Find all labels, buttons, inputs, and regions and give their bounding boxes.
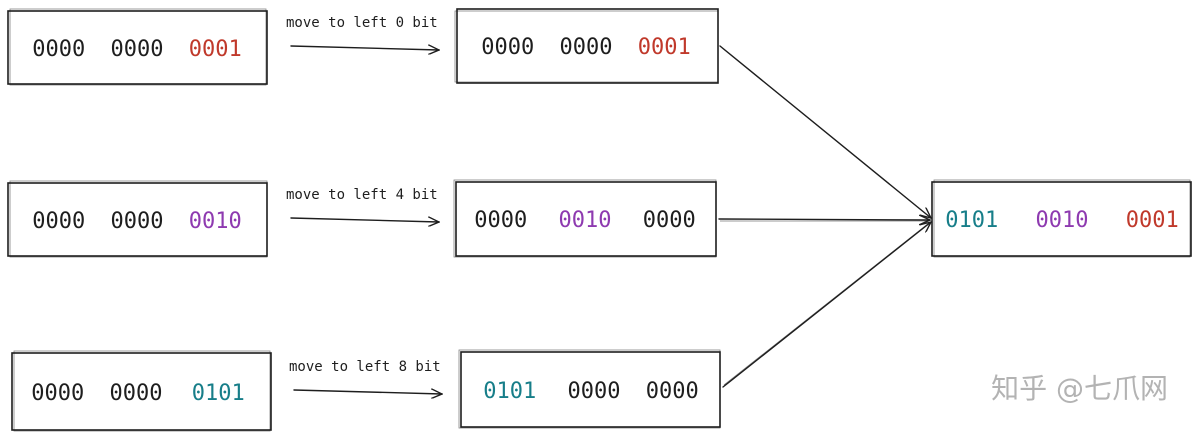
input-box-row-2: 0000 0000 0101 <box>11 350 272 432</box>
output-box-row-1: 0000 0010 0000 <box>453 179 717 258</box>
output-bits-row-0: 0000 0000 0001 <box>481 35 690 60</box>
input-nibble-1-2: 0010 <box>189 209 242 234</box>
input-nibble-0-2: 0001 <box>189 37 242 62</box>
result-box: 0101 0010 0001 <box>931 179 1192 258</box>
shift-arrow-row-2 <box>293 390 442 394</box>
output-nibble-2-2: 0000 <box>646 379 699 404</box>
watermark-text: 知乎 @七爪网 <box>991 372 1168 405</box>
output-nibble-1-2: 0000 <box>643 208 696 233</box>
shift-label-row-0: move to left 0 bit <box>286 15 438 31</box>
shift-arrow-row-1 <box>290 218 439 222</box>
output-nibble-2-1: 0000 <box>568 379 621 404</box>
input-box-row-0: 0000 0000 0001 <box>7 8 268 86</box>
output-nibble-2-0: 0101 <box>483 379 536 404</box>
output-nibble-0-1: 0000 <box>560 35 613 60</box>
shift-label-row-2: move to left 8 bit <box>289 359 441 375</box>
input-nibble-0-0: 0000 <box>32 37 85 62</box>
output-nibble-1-1: 0010 <box>559 208 612 233</box>
input-nibble-1-0: 0000 <box>32 209 85 234</box>
output-bits-row-1: 0000 0010 0000 <box>474 208 695 233</box>
result-nibble-0: 0101 <box>945 208 998 233</box>
input-nibble-2-0: 0000 <box>31 381 84 406</box>
input-nibble-2-2: 0101 <box>192 381 245 406</box>
result-nibble-1: 0010 <box>1036 208 1089 233</box>
merge-arrow-middle <box>718 219 930 220</box>
shift-label-row-1: move to left 4 bit <box>286 187 438 203</box>
output-nibble-1-0: 0000 <box>474 208 527 233</box>
output-nibble-0-2: 0001 <box>638 35 691 60</box>
output-bits-row-2: 0101 0000 0000 <box>483 379 698 404</box>
result-bits: 0101 0010 0001 <box>945 208 1178 233</box>
input-nibble-2-1: 0000 <box>110 381 163 406</box>
merge-arrow-bottom <box>722 222 931 388</box>
shift-arrow-row-0 <box>290 46 439 50</box>
output-box-row-2: 0101 0000 0000 <box>458 349 721 429</box>
output-nibble-0-0: 0000 <box>481 35 534 60</box>
input-bits-row-1: 0000 0000 0010 <box>32 209 241 234</box>
input-box-row-1: 0000 0000 0010 <box>7 180 268 258</box>
merge-arrows <box>718 45 931 388</box>
result-nibble-2: 0001 <box>1126 208 1179 233</box>
input-nibble-0-1: 0000 <box>111 37 164 62</box>
input-bits-row-0: 0000 0000 0001 <box>32 37 241 62</box>
output-box-row-0: 0000 0000 0001 <box>454 8 719 84</box>
input-nibble-1-1: 0000 <box>111 209 164 234</box>
input-bits-row-2: 0000 0000 0101 <box>31 381 244 406</box>
